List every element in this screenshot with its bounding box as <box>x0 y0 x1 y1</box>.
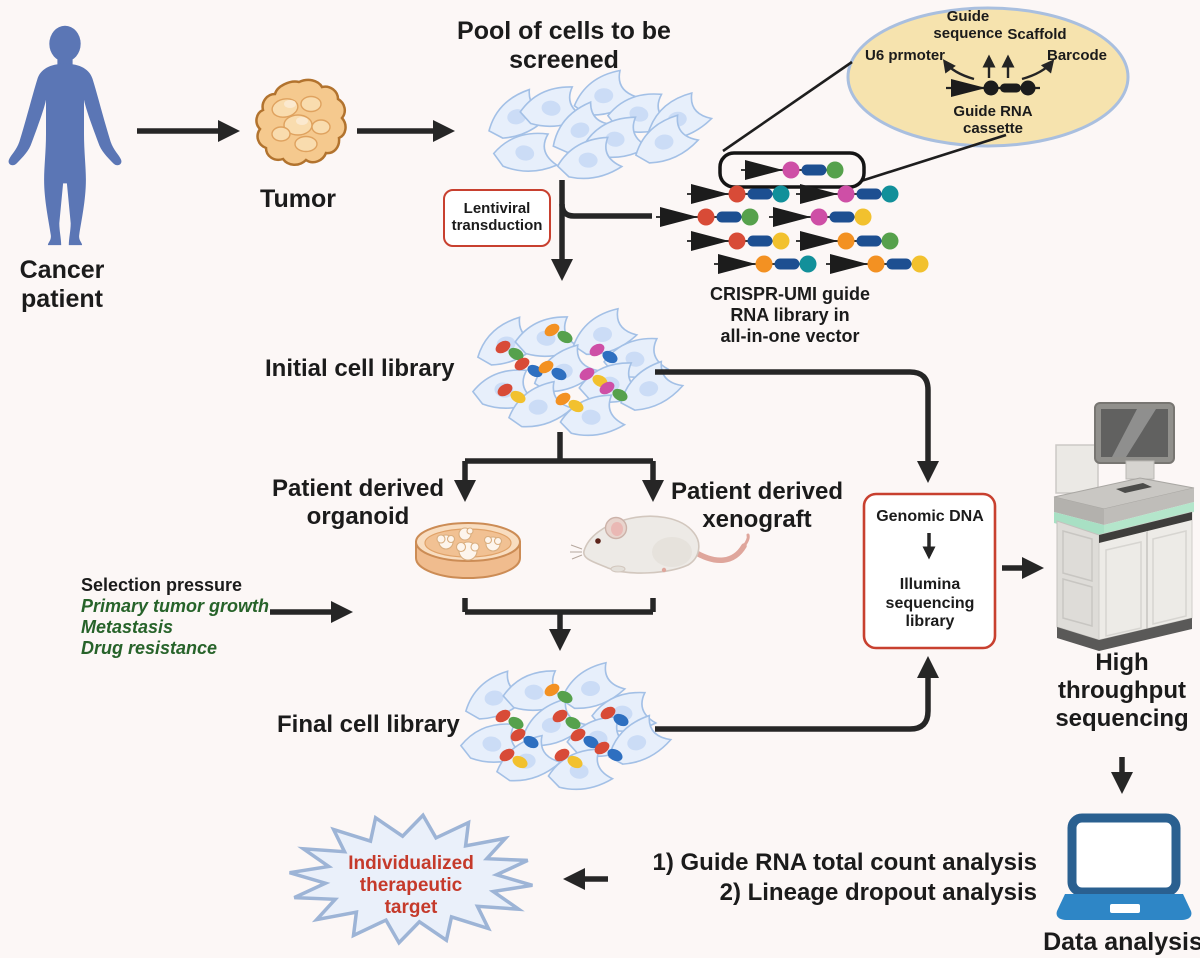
initial-library-label: Initial cell library <box>265 355 455 382</box>
cell-icon <box>620 360 685 411</box>
grna-vector-construct <box>769 207 872 227</box>
grna-cassette-callout <box>846 6 1130 148</box>
cell-icon <box>560 661 627 710</box>
umi-barcode-pair <box>554 748 583 769</box>
flow-arrows <box>137 120 1133 890</box>
umi-barcode-pair <box>497 383 526 404</box>
umi-barcode-pair <box>552 709 581 730</box>
cell-icon <box>492 132 559 172</box>
genomic-dna-label: Genomic DNA <box>876 508 984 525</box>
data-analysis-label: Data analysis <box>1043 928 1200 956</box>
initial-cell-library-icon <box>471 307 685 437</box>
petri-dish-icon <box>415 522 521 579</box>
genomic-dna-box <box>862 492 997 650</box>
cell-icon <box>552 100 616 154</box>
patient-icon <box>8 25 122 246</box>
callout-connector-line <box>722 60 853 153</box>
pressure-item: Drug resistance <box>81 637 218 658</box>
laptop-icon <box>1056 813 1192 920</box>
tumor-label: Tumor <box>260 185 336 213</box>
umi-barcode-pair <box>570 728 599 749</box>
cell-icon <box>559 394 627 437</box>
analysis-steps: 1) Guide RNA total count analysis 2) Lin… <box>652 848 1037 908</box>
umi-barcode-pair <box>555 392 584 413</box>
final-library-label: Final cell library <box>277 711 460 738</box>
tumor-icon <box>255 78 347 166</box>
grna-vector-library-icon <box>656 160 929 274</box>
analysis-step: 2) Lineage dropout analysis <box>719 879 1037 906</box>
umi-barcode-pair <box>510 728 539 749</box>
grna-vector-construct <box>796 231 899 251</box>
cell-icon <box>634 114 700 164</box>
grna-vector-construct <box>656 207 759 227</box>
grna-vector-construct <box>826 254 929 274</box>
umi-barcode-pair <box>544 323 573 344</box>
therapeutic-target-label: Individualized therapeutic target <box>348 853 474 919</box>
u6-promoter-label: U6 prmoter <box>864 47 946 64</box>
cell-icon <box>556 136 624 180</box>
cell-pool-icon <box>488 69 714 180</box>
cell-icon <box>547 748 615 791</box>
grna-vector-construct <box>714 254 817 274</box>
umi-barcode-pair <box>589 343 618 364</box>
cell-icon <box>608 714 673 765</box>
final-cell-library-icon <box>459 661 673 791</box>
starburst <box>289 812 533 946</box>
umi-barcode-pair <box>600 706 629 727</box>
grna-vector-construct <box>796 184 899 204</box>
grna-vector-construct <box>687 231 790 251</box>
scaffold-label: Scaffold <box>1007 26 1067 43</box>
umi-barcode-pair <box>594 741 623 762</box>
callout-connector-line <box>860 133 1007 183</box>
analysis-step: 1) Guide RNA total count analysis <box>652 849 1037 876</box>
sequencer-icon <box>1053 402 1195 651</box>
umi-barcode-pair <box>499 748 528 769</box>
pressure-item: Primary tumor growth <box>81 595 270 616</box>
vector-library-label: CRISPR-UMI guide RNA library in all-in-o… <box>710 284 870 346</box>
cell-icon <box>502 670 569 712</box>
grna-vector-construct <box>687 184 790 204</box>
pressure-item: Metastasis <box>81 616 174 637</box>
umi-barcode-pair <box>495 340 524 361</box>
selection-pressure-block: Selection pressure Primary tumor growth … <box>81 575 270 658</box>
mouse-icon <box>570 515 750 574</box>
umi-barcode-pair <box>538 360 567 381</box>
grna-cassette-glyph <box>942 54 1055 97</box>
grna-vector-construct <box>741 160 844 180</box>
sequencing-label: High throughput sequencing <box>1055 649 1189 732</box>
umi-barcode-pair <box>495 709 524 730</box>
umi-barcode-pair <box>544 683 573 704</box>
organoid-blobs <box>436 527 503 561</box>
umi-barcode-pair <box>599 381 628 402</box>
barcode-label: Barcode <box>1046 47 1108 64</box>
highlighted-construct-box <box>718 151 866 189</box>
illumina-library-label: Illumina sequencing library <box>885 576 975 631</box>
